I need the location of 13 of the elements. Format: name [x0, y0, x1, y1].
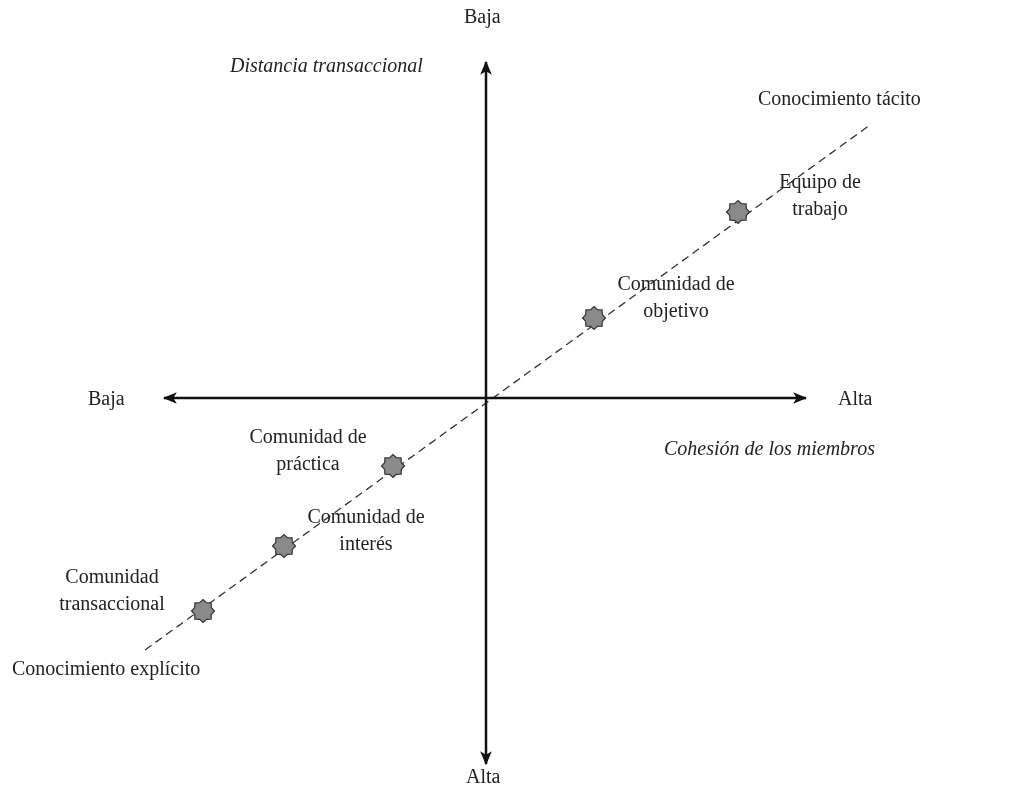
line-end-label: Conocimiento tácito: [758, 86, 921, 110]
point-label: Comunidad transaccional: [58, 564, 166, 616]
line-end-label: Conocimiento explícito: [12, 656, 201, 680]
axis-title: Distancia transaccional: [230, 53, 423, 77]
axis-label: Baja: [88, 386, 125, 410]
point-label: Equipo de trabajo: [778, 169, 862, 222]
axis-title: Cohesión de los miembros: [664, 436, 875, 460]
axis-label: Alta: [466, 764, 501, 787]
axis-label: Baja: [464, 4, 501, 28]
point-label: Comunidad de práctica: [248, 424, 368, 477]
point-label: Comunidad de interés: [306, 504, 426, 556]
point-label: Comunidad de objetivo: [616, 271, 736, 324]
axis-label: Alta: [838, 386, 873, 410]
